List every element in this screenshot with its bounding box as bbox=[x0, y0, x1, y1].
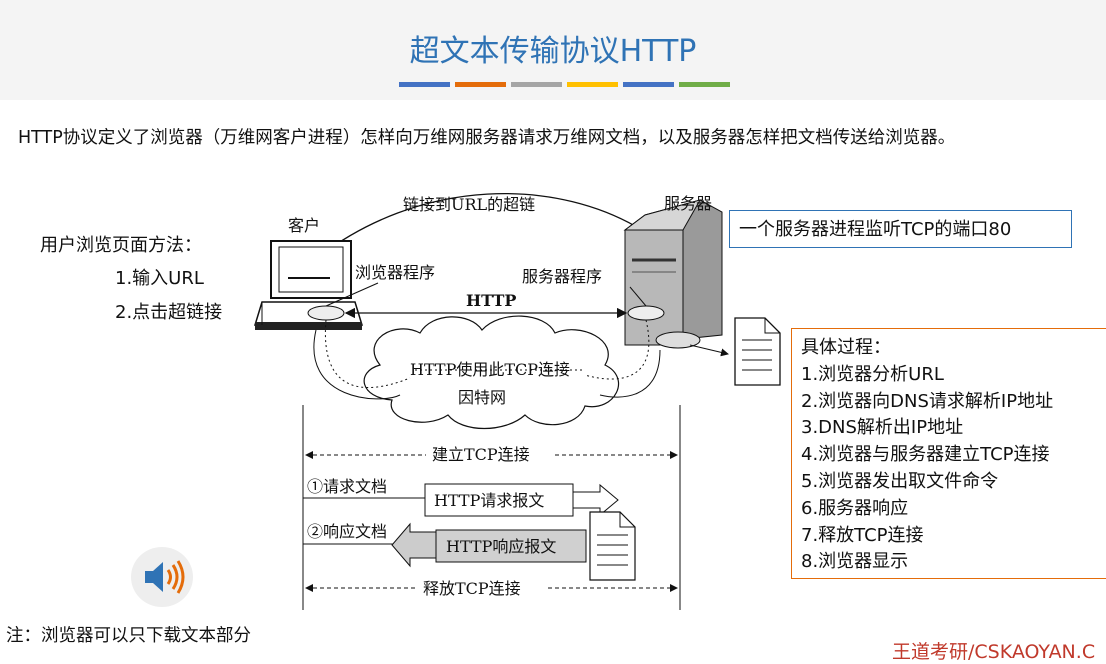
response-message-box bbox=[435, 529, 587, 563]
speaker-icon bbox=[145, 560, 185, 594]
process-box: 具体过程： 1.浏览器分析URL 2.浏览器向DNS请求解析IP地址 3.DNS… bbox=[791, 328, 1106, 579]
request-doc-label: ①请求文档 bbox=[307, 477, 387, 496]
accent-bar bbox=[679, 82, 730, 87]
process-step: 3.DNS解析出IP地址 bbox=[801, 417, 964, 439]
request-message-label: HTTP请求报文 bbox=[434, 491, 544, 510]
accent-bar bbox=[623, 82, 674, 87]
client-computer-icon bbox=[253, 240, 364, 330]
browser-program-label: 浏览器程序 bbox=[355, 263, 435, 282]
footnote: 注：浏览器可以只下载文本部分 bbox=[6, 626, 251, 646]
accent-bar bbox=[399, 82, 450, 87]
server-process bbox=[627, 305, 665, 321]
process-step: 7.释放TCP连接 bbox=[801, 524, 924, 546]
brand-watermark: 王道考研/CSKAOYAN.C bbox=[892, 641, 1096, 663]
intro-text: HTTP协议定义了浏览器（万维网客户进程）怎样向万维网服务器请求万维网文档，以及… bbox=[18, 128, 956, 148]
browser-process bbox=[307, 305, 345, 321]
hyperlink-arc bbox=[311, 192, 647, 263]
accent-bars bbox=[399, 82, 730, 87]
client-label: 客户 bbox=[288, 216, 320, 235]
response-doc-label: ②响应文档 bbox=[307, 522, 387, 541]
accent-bar bbox=[511, 82, 562, 87]
method-click-link: 2.点击超链接 bbox=[115, 302, 223, 323]
release-tcp-label: 释放TCP连接 bbox=[423, 579, 521, 598]
request-arrow bbox=[572, 483, 619, 517]
process-step: 8.浏览器显示 bbox=[801, 551, 909, 573]
accent-bar bbox=[455, 82, 506, 87]
process-step: 5.浏览器发出取文件命令 bbox=[801, 470, 999, 492]
request-message-box bbox=[424, 483, 574, 517]
process-step: 2.浏览器向DNS请求解析IP地址 bbox=[801, 390, 1054, 412]
internet-cloud bbox=[363, 315, 619, 430]
document-icon bbox=[734, 317, 781, 386]
internet-label: 因特网 bbox=[458, 388, 506, 407]
server-listen-callout: 一个服务器进程监听TCP的端口80 bbox=[729, 210, 1072, 248]
process-step: 1.浏览器分析URL bbox=[801, 363, 944, 385]
page-title: 超文本传输协议HTTP bbox=[409, 34, 697, 69]
process-title: 具体过程： bbox=[801, 337, 891, 358]
response-message-label: HTTP响应报文 bbox=[446, 537, 556, 556]
server-icon bbox=[623, 199, 723, 349]
establish-tcp-label: 建立TCP连接 bbox=[432, 445, 530, 464]
server-program-label: 服务器程序 bbox=[522, 267, 602, 286]
methods-title: 用户浏览页面方法： bbox=[40, 235, 202, 256]
response-arrow bbox=[391, 522, 437, 568]
http-label: HTTP bbox=[466, 291, 516, 310]
tcp-usage-label: HTTP使用此TCP连接 bbox=[410, 360, 570, 379]
process-step: 4.浏览器与服务器建立TCP连接 bbox=[801, 444, 1050, 466]
server-label: 服务器 bbox=[664, 194, 712, 213]
method-input-url: 1.输入URL bbox=[115, 268, 204, 289]
speaker-button[interactable] bbox=[131, 547, 193, 607]
hyperlink-label: 链接到URL的超链 bbox=[403, 195, 535, 214]
process-step: 6.服务器响应 bbox=[801, 497, 909, 519]
response-document-icon bbox=[589, 511, 636, 581]
accent-bar bbox=[567, 82, 618, 87]
